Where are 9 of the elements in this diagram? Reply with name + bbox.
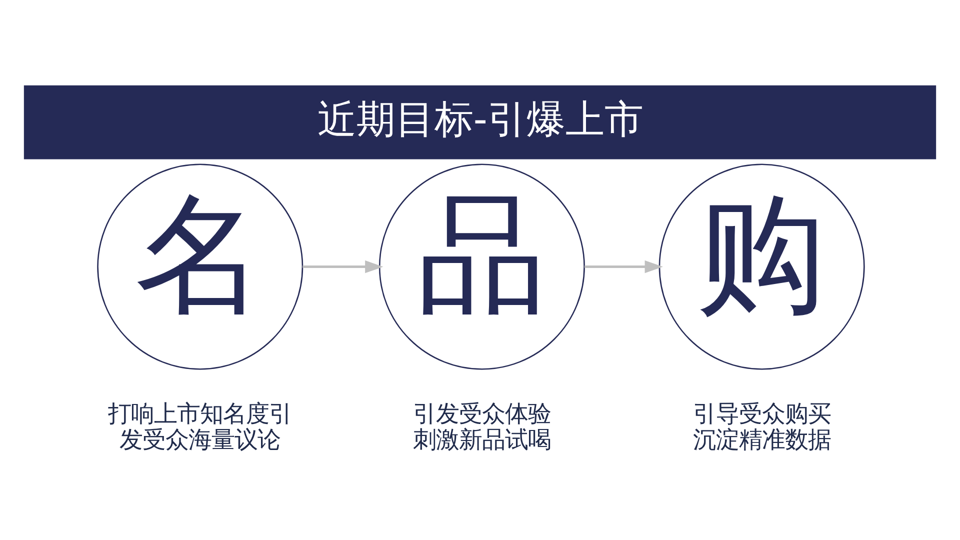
node-label: 打响上市知名度引发受众海量议论 [108,400,292,454]
node-circle: 名 [97,164,304,370]
node-circle: 品 [378,164,585,370]
node-label: 引发受众体验刺激新品试喝 [412,400,551,454]
node-label: 引导受众购买沉淀精准数据 [692,400,831,454]
arrow [302,260,384,274]
arrow [584,260,663,274]
diagram-title: 近期目标-引爆上市 [317,98,644,143]
node-circle: 购 [658,164,865,370]
